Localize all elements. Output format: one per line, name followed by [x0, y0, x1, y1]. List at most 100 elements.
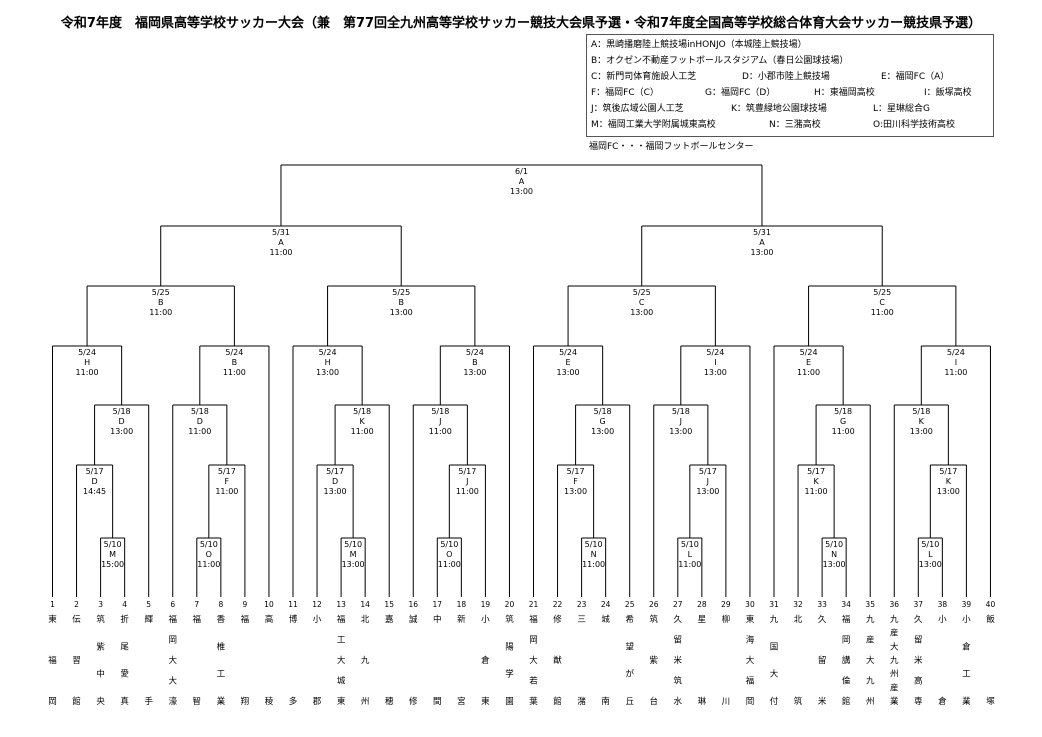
team-number: 12	[312, 600, 322, 609]
match-date: 5/17	[326, 467, 344, 476]
match-date: 5/17	[807, 467, 825, 476]
team-number: 4	[122, 600, 127, 609]
match-date: 5/10	[825, 540, 843, 549]
team-name-char: 稜	[265, 697, 274, 707]
team-name-char: 筑	[649, 614, 658, 625]
match-venue: E	[566, 358, 571, 367]
team-name-char: 柳	[722, 614, 731, 625]
team-name-char: 岡	[746, 697, 755, 707]
team-number: 27	[673, 600, 683, 609]
match-date: 5/17	[458, 467, 476, 476]
venue-legend: A：黒崎播磨陸上競技場inHONJO（本城陸上競技場）B：オクゼン不動産フットボ…	[586, 34, 994, 137]
team-name-char: 飯	[986, 614, 995, 625]
team-name-char: 専	[914, 696, 923, 707]
venue-entry: J：筑後広域公園人工芝	[591, 104, 684, 114]
team-name-char: 智	[193, 696, 202, 707]
team-number: 38	[938, 600, 948, 609]
match-time: 13:00	[704, 368, 727, 377]
team-name-char: 嘉	[385, 614, 394, 625]
match-time: 13:00	[919, 560, 942, 569]
match-date: 5/24	[225, 348, 243, 357]
venue-entry: K：筑豊緑地公園球技場	[731, 104, 827, 114]
team-name-char: 福	[746, 676, 755, 687]
team-name-char: 香	[217, 614, 226, 625]
team-number: 31	[769, 600, 779, 609]
team-name-char: 葉	[529, 696, 538, 707]
match-venue: K	[946, 477, 952, 486]
team-name-char: 真	[120, 696, 129, 707]
match-date: 5/17	[86, 467, 104, 476]
team-number: 39	[962, 600, 972, 609]
team-name-char: 工	[337, 636, 346, 646]
team-number: 20	[505, 600, 515, 609]
match-venue: D	[332, 477, 338, 486]
team-name-char: 海	[746, 635, 755, 646]
team-name-char: 三	[577, 615, 586, 625]
team-name-char: 琳	[698, 696, 707, 707]
match-date: 5/24	[319, 348, 337, 357]
team-number: 13	[336, 600, 346, 609]
match-time: 11:00	[832, 427, 855, 436]
team-name-char: 城	[337, 677, 346, 687]
match-venue: A	[278, 238, 284, 247]
team-name-char: 館	[72, 696, 81, 707]
team-name-char: 星	[698, 615, 707, 625]
team-name-char: 留	[674, 635, 683, 646]
match-date: 5/10	[104, 540, 122, 549]
match-venue: K	[813, 477, 819, 486]
team-name-char: 工	[217, 670, 226, 680]
team-number: 1	[50, 600, 55, 609]
match-date: 5/18	[191, 407, 209, 416]
team-name-char: が	[625, 669, 634, 680]
match-date: 5/18	[594, 407, 612, 416]
team-name-char: 南	[601, 696, 610, 707]
venue-entry: C：新門司体育施設人工芝	[591, 72, 697, 82]
team-name-char: 州	[866, 697, 875, 707]
team-name-char: 州	[361, 697, 370, 707]
team-name-char: 留	[818, 655, 827, 666]
match-venue: B	[158, 298, 164, 307]
team-number: 37	[914, 600, 924, 609]
match-time: 11:00	[188, 427, 211, 436]
team-name-char: 手	[144, 696, 153, 707]
match-date: 5/18	[834, 407, 852, 416]
page-title: 令和7年度 福岡県高等学校サッカー大会（兼 第77回全九州高等学校サッカー競技大…	[60, 16, 982, 31]
team-number: 30	[745, 600, 755, 609]
match-time: 13:00	[324, 487, 347, 496]
match-date: 5/10	[344, 540, 362, 549]
team-name-char: 学	[505, 669, 514, 680]
team-number: 28	[697, 600, 707, 609]
team-number: 17	[433, 600, 443, 609]
team-name-char: 中	[433, 614, 442, 625]
match-venue: G	[840, 417, 846, 426]
match-venue: J	[438, 417, 441, 426]
team-name-char: 水	[674, 696, 683, 707]
team-name-char: 希	[625, 614, 634, 625]
team-number: 29	[721, 600, 731, 609]
team-name-char: 九	[866, 615, 875, 625]
team-name-char: 陽	[505, 642, 514, 652]
match-date: 5/24	[947, 348, 965, 357]
team-name-char: 産	[890, 628, 899, 639]
match-venue: M	[109, 550, 116, 559]
match-date: 5/24	[800, 348, 818, 357]
match-venue: N	[831, 550, 837, 559]
venue-entry: E：福岡FC（A）	[881, 72, 950, 82]
match-venue: L	[688, 550, 693, 559]
match-date: 5/25	[873, 288, 891, 297]
match-date: 5/17	[567, 467, 585, 476]
team-name-char: 翔	[241, 696, 250, 707]
team-number: 5	[146, 600, 151, 609]
team-number: 23	[577, 600, 587, 609]
team-number: 11	[288, 600, 298, 609]
team-name-char: 紫	[649, 656, 658, 666]
match-venue: K	[919, 417, 925, 426]
match-venue: D	[92, 477, 98, 486]
team-number: 8	[218, 600, 223, 609]
team-number: 40	[986, 600, 996, 609]
team-name-char: 筑	[674, 676, 683, 687]
team-name-char: 望	[625, 641, 634, 652]
team-name-char: 福	[337, 614, 346, 625]
team-name-char: 岡	[842, 636, 851, 646]
match-time: 13:00	[696, 487, 719, 496]
